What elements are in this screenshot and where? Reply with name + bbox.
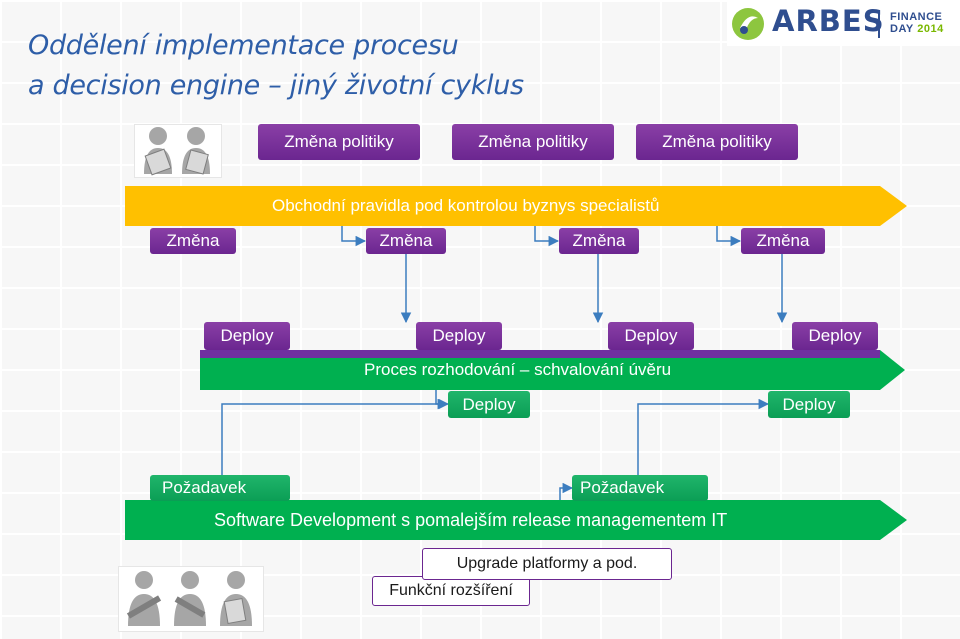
software-arrow <box>125 500 907 540</box>
deploy-bottom-1: Deploy <box>448 391 530 418</box>
logo-day: DAY 2014 <box>890 23 944 35</box>
brand-name: ARBES <box>772 4 885 38</box>
arbes-logo-icon <box>732 8 764 40</box>
platform-upgrade-box: Upgrade platformy a pod. <box>422 548 672 580</box>
line-request-2 <box>559 482 574 500</box>
line-deploy-bottom-1 <box>435 390 450 410</box>
person-with-wrench-icon <box>126 571 252 626</box>
policy-change-3: Změna politiky <box>636 124 798 160</box>
flow-lines <box>221 226 788 500</box>
business-rules-arrow <box>125 186 907 226</box>
change-label-3: Změna <box>559 228 639 254</box>
decision-process-arrow <box>200 350 905 390</box>
line-change-2 <box>534 226 560 247</box>
line-change-3 <box>716 226 742 247</box>
page-title: Oddělení implementace procesu a decision… <box>28 26 524 106</box>
person-with-document-icon <box>144 127 210 176</box>
logo-divider <box>878 10 880 38</box>
business-rules-label: Obchodní pravidla pod kontrolou byznys s… <box>272 196 660 215</box>
logo-finance: FINANCE <box>890 11 943 23</box>
line-request-to-deploy <box>221 398 449 475</box>
deploy-top-4: Deploy <box>792 322 878 350</box>
change-label-2: Změna <box>366 228 446 254</box>
logo-area <box>727 2 960 46</box>
software-arrow-label: Software Development s pomalejším releas… <box>214 510 728 530</box>
change-label-1: Změna <box>150 228 236 254</box>
request-label-2: Požadavek <box>572 475 708 501</box>
logo-day-word: DAY <box>890 23 914 35</box>
person-with-tools-icon <box>181 571 199 589</box>
title-line-1: Oddělení implementace procesu <box>28 30 459 61</box>
line-request-2-to-deploy <box>637 398 770 475</box>
change-label-4: Změna <box>741 228 825 254</box>
policy-change-2: Změna politiky <box>452 124 614 160</box>
logo-year: 2014 <box>917 23 944 35</box>
request-label-1: Požadavek <box>150 475 290 501</box>
functional-extension-box: Funkční rozšíření <box>372 576 530 606</box>
line-change-1 <box>341 226 367 247</box>
deploy-bottom-2: Deploy <box>768 391 850 418</box>
deploy-top-1: Deploy <box>204 322 290 350</box>
deploy-top-2: Deploy <box>416 322 502 350</box>
title-line-2: a decision engine – jiný životní cyklus <box>28 70 524 101</box>
policy-change-1: Změna politiky <box>258 124 420 160</box>
deploy-top-3: Deploy <box>608 322 694 350</box>
decision-process-label: Proces rozhodování – schvalování úvěru <box>364 360 672 379</box>
decision-arrow-top-band <box>200 350 880 358</box>
